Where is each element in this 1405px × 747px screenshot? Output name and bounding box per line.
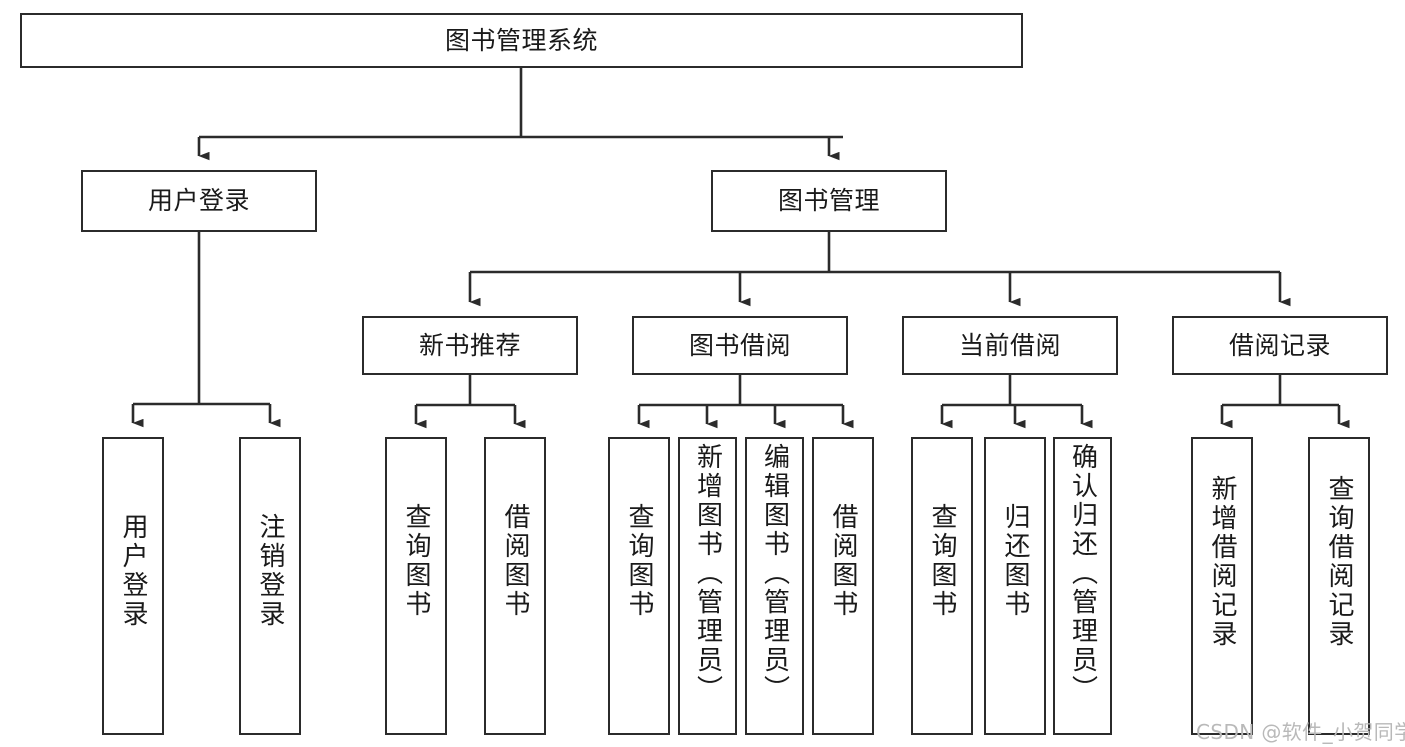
node-leaf-return-book-label: 归还图书 — [1000, 503, 1030, 619]
node-leaf-borrow-book-recommend[interactable]: 借阅图书 — [484, 437, 546, 735]
node-leaf-confirm-return-admin[interactable]: 确认归还（管理员） — [1053, 437, 1112, 735]
node-leaf-query-book-current[interactable]: 查询图书 — [911, 437, 973, 735]
node-leaf-logout-login[interactable]: 注销登录 — [239, 437, 301, 735]
node-leaf-query-book-current-label: 查询图书 — [927, 503, 957, 619]
node-borrow-record-label: 借阅记录 — [1228, 330, 1331, 360]
node-leaf-query-book-borrow[interactable]: 查询图书 — [608, 437, 670, 735]
node-leaf-edit-book-admin[interactable]: 编辑图书（管理员） — [745, 437, 804, 735]
node-leaf-user-login-label: 用户登录 — [118, 513, 148, 629]
node-current-borrow-label: 当前借阅 — [958, 330, 1061, 360]
node-leaf-add-borrow-record[interactable]: 新增借阅记录 — [1191, 437, 1253, 735]
node-leaf-logout-login-label: 注销登录 — [255, 513, 285, 629]
node-leaf-borrow-book-label: 借阅图书 — [828, 503, 858, 619]
node-book-borrow-label: 图书借阅 — [688, 330, 791, 360]
node-leaf-add-borrow-record-label: 新增借阅记录 — [1207, 475, 1237, 649]
csdn-watermark: CSDN @软件_小贺同学 — [1196, 720, 1405, 744]
node-root[interactable]: 图书管理系统 — [20, 13, 1023, 68]
node-leaf-query-book-recommend[interactable]: 查询图书 — [385, 437, 447, 735]
node-borrow-record[interactable]: 借阅记录 — [1172, 316, 1388, 375]
node-leaf-return-book[interactable]: 归还图书 — [984, 437, 1046, 735]
node-leaf-query-book-borrow-label: 查询图书 — [624, 503, 654, 619]
node-current-borrow[interactable]: 当前借阅 — [902, 316, 1118, 375]
node-new-book-recommend-label: 新书推荐 — [418, 330, 521, 360]
node-book-borrow[interactable]: 图书借阅 — [632, 316, 848, 375]
node-new-book-recommend[interactable]: 新书推荐 — [362, 316, 578, 375]
node-root-label: 图书管理系统 — [444, 25, 598, 55]
node-leaf-user-login[interactable]: 用户登录 — [102, 437, 164, 735]
node-book-manage[interactable]: 图书管理 — [711, 170, 947, 232]
node-leaf-query-borrow-record-label: 查询借阅记录 — [1324, 475, 1354, 649]
node-leaf-borrow-book[interactable]: 借阅图书 — [812, 437, 874, 735]
node-leaf-borrow-book-recommend-label: 借阅图书 — [500, 503, 530, 619]
node-user-login-label: 用户登录 — [147, 186, 250, 216]
node-leaf-confirm-return-admin-label: 确认归还（管理员） — [1067, 443, 1098, 704]
node-leaf-query-book-recommend-label: 查询图书 — [401, 503, 431, 619]
node-leaf-query-borrow-record[interactable]: 查询借阅记录 — [1308, 437, 1370, 735]
node-leaf-add-book-admin[interactable]: 新增图书（管理员） — [678, 437, 737, 735]
node-user-login[interactable]: 用户登录 — [81, 170, 317, 232]
node-leaf-add-book-admin-label: 新增图书（管理员） — [692, 443, 723, 704]
node-book-manage-label: 图书管理 — [777, 186, 880, 216]
node-leaf-edit-book-admin-label: 编辑图书（管理员） — [759, 443, 790, 704]
